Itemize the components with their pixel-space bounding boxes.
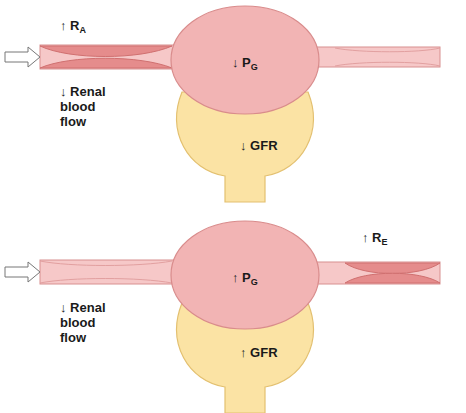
glomerulus-shape: ↓ PG: [170, 5, 320, 115]
efferent-arteriole: [300, 262, 440, 284]
node-text: ↑ PG: [232, 270, 258, 290]
efferent-wall: [335, 48, 440, 52]
afferent-arteriole: [40, 45, 190, 69]
shape-path: [171, 221, 319, 329]
efferent-wall: [345, 263, 440, 274]
subscript: E: [382, 237, 388, 247]
flow-label: ↓ Renal blood flow: [60, 300, 124, 345]
resistance-label: ↑ RA: [60, 18, 120, 38]
glomerulus-shape: ↑ PG: [170, 220, 320, 330]
subscript: G: [251, 277, 258, 287]
flow-label: ↓ Renal blood flow: [60, 84, 124, 129]
efferent-wall: [335, 62, 440, 66]
afferent-wall: [40, 58, 172, 68]
afferent-wall: [40, 261, 172, 266]
subscript: G: [251, 62, 258, 72]
node-text: ↓ PG: [232, 55, 258, 75]
efferent-arteriole: [300, 47, 440, 67]
shape-path: [177, 92, 314, 202]
efferent-wall: [345, 273, 440, 283]
resistance-label: ↑ RE: [362, 230, 422, 250]
node-text: ↑ GFR: [240, 345, 278, 360]
node-text: ↓ GFR: [240, 138, 278, 153]
afferent-wall: [40, 46, 172, 57]
afferent-wall: [40, 279, 172, 284]
subscript: A: [80, 25, 87, 35]
shape-path: [171, 6, 319, 114]
flow-arrow: [5, 262, 40, 282]
afferent-arteriole: [40, 260, 190, 284]
flow-arrow: [5, 47, 40, 67]
shape-path: [177, 303, 314, 413]
